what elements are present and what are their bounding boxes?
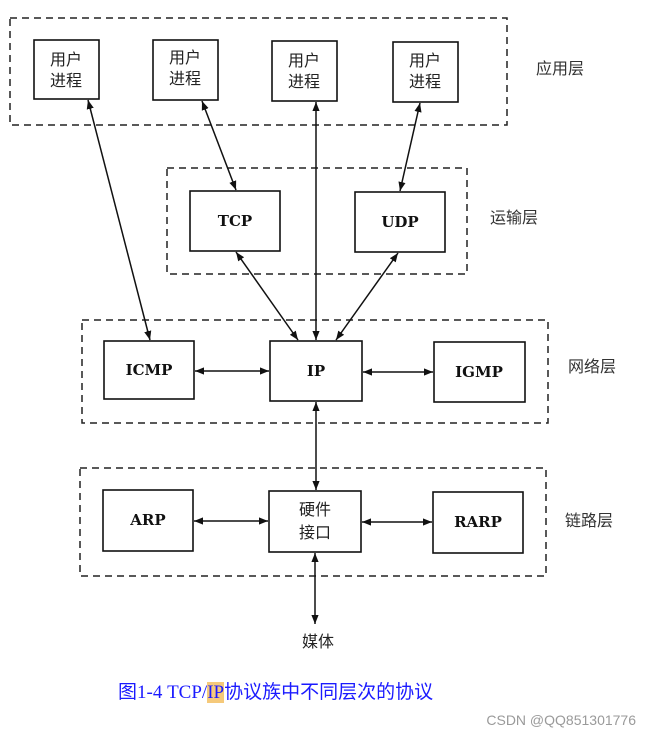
node-user-process-4-line1: 用户: [409, 51, 441, 70]
watermark: CSDN @QQ851301776: [486, 712, 636, 728]
edge-tcp-ip: [235, 251, 299, 341]
transport-layer-label: 运输层: [490, 208, 538, 227]
node-media-label: 媒体: [302, 632, 334, 651]
node-hw-interface-line2: 接口: [299, 523, 331, 542]
node-user-process-1-line1: 用户: [50, 50, 82, 69]
node-tcp-label: TCP: [218, 212, 252, 230]
node-rarp: RARP: [432, 491, 524, 554]
application-layer-boundary: [9, 17, 508, 126]
node-user-process-3-line2: 进程: [288, 72, 320, 91]
node-igmp-label: IGMP: [455, 363, 503, 381]
edge-user-process-2-tcp: [201, 100, 237, 191]
network-layer-label: 网络层: [568, 357, 616, 376]
application-layer: 应用层: [9, 17, 584, 126]
node-user-process-2-line1: 用户: [169, 48, 201, 67]
node-tcp: TCP: [189, 190, 281, 252]
edge-udp-ip: [335, 252, 399, 341]
application-layer-label: 应用层: [536, 59, 584, 78]
node-udp-label: UDP: [381, 213, 418, 231]
node-user-process-4: 用户 进程: [392, 41, 459, 103]
node-icmp-label: ICMP: [126, 361, 173, 379]
node-arp: ARP: [102, 489, 194, 552]
node-igmp: IGMP: [433, 341, 526, 403]
node-rarp-label: RARP: [454, 513, 502, 531]
figure-caption: 图1-4 TCP/IP协议族中不同层次的协议: [118, 677, 433, 704]
edges: [86, 99, 433, 624]
node-user-process-2-line2: 进程: [169, 69, 201, 88]
node-ip: IP: [269, 340, 363, 402]
caption-highlight: IP: [207, 682, 225, 703]
node-user-process-1-line2: 进程: [50, 71, 82, 90]
edge-user-process-4-udp: [398, 102, 422, 192]
node-ip-label: IP: [307, 362, 325, 380]
node-icmp: ICMP: [103, 340, 195, 400]
node-arp-label: ARP: [129, 511, 165, 529]
node-udp: UDP: [354, 191, 446, 253]
caption-prefix: 图1-4 TCP/: [118, 682, 208, 703]
edge-user-process-1-icmp: [86, 99, 152, 341]
node-user-process-4-line2: 进程: [409, 72, 441, 91]
caption-suffix: 协议族中不同层次的协议: [224, 682, 434, 703]
node-user-process-2: 用户 进程: [152, 39, 219, 101]
node-hw-interface-line1: 硬件: [299, 500, 331, 519]
node-hw-interface: 硬件 接口: [268, 490, 362, 553]
node-user-process-3-line1: 用户: [288, 51, 320, 70]
node-user-process-3: 用户 进程: [271, 40, 338, 102]
node-user-process-1: 用户 进程: [33, 39, 100, 100]
link-layer-label: 链路层: [565, 511, 613, 530]
